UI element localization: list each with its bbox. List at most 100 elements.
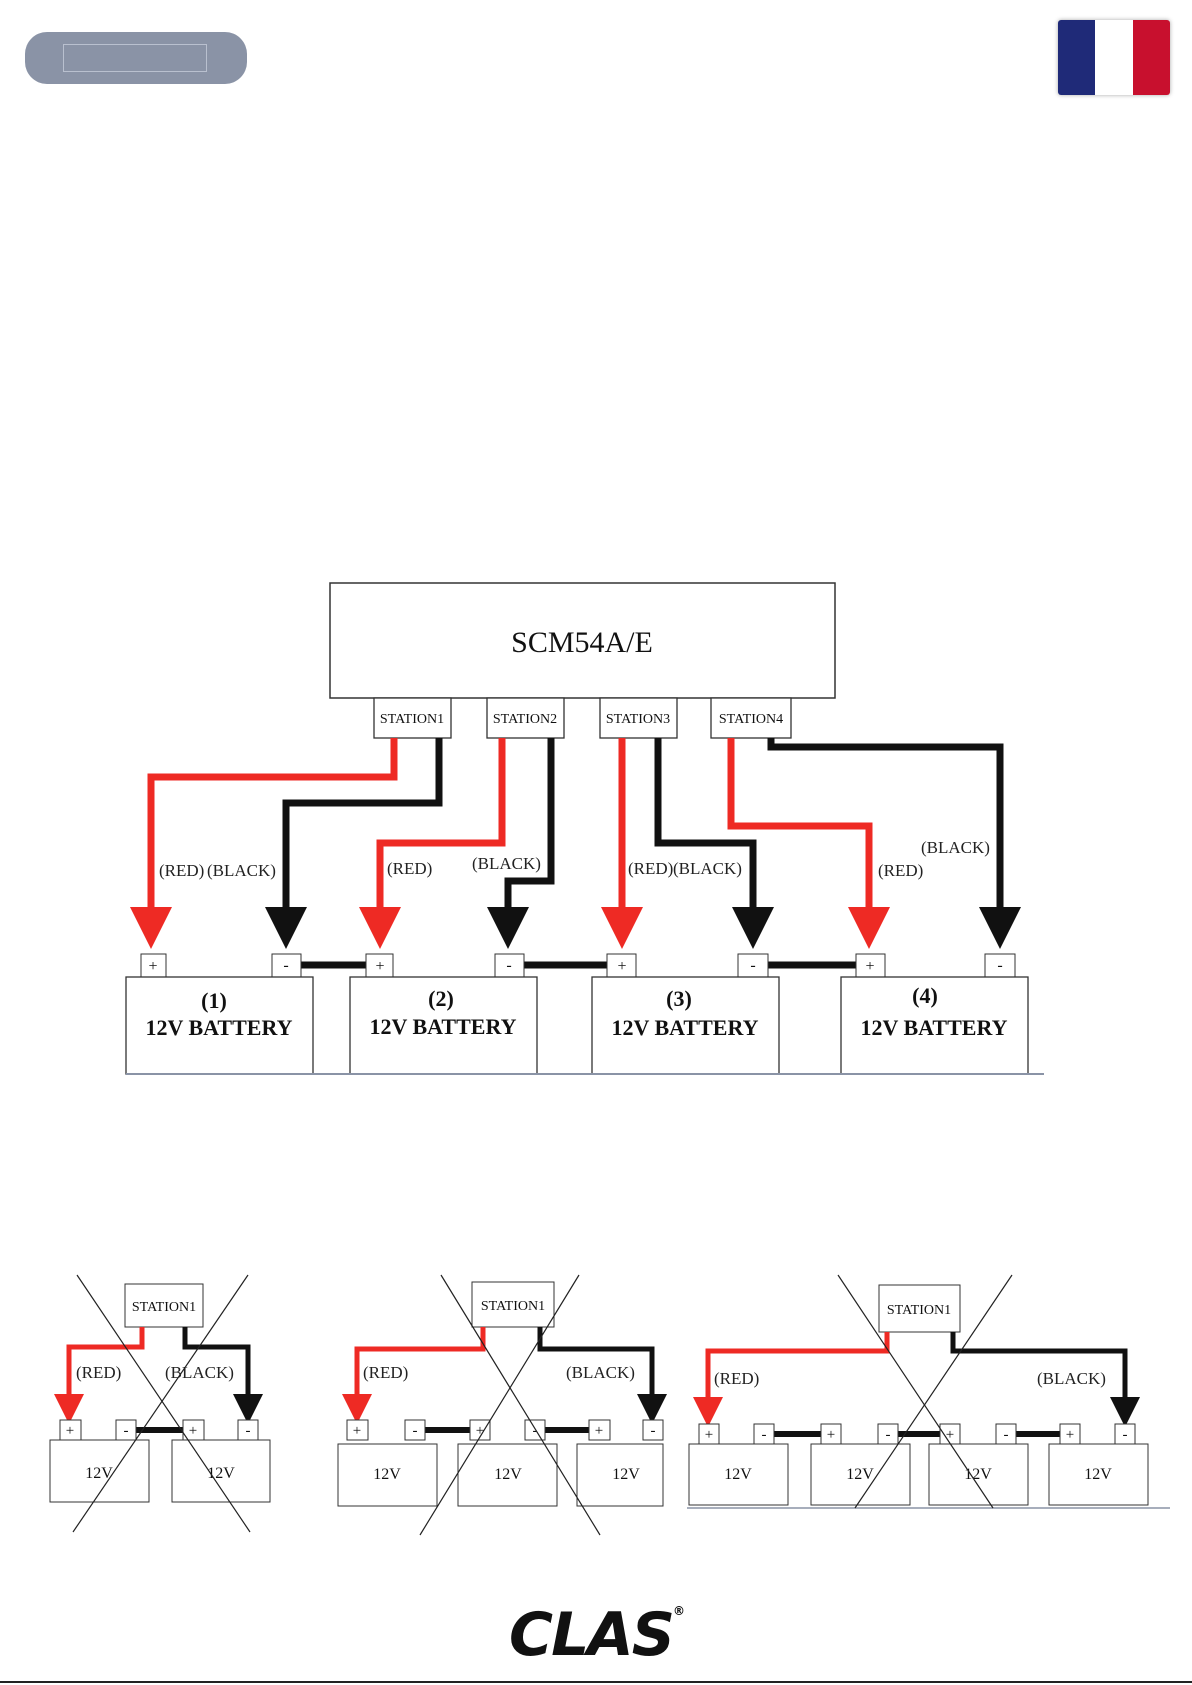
wrong1-red-label: (RED) [76, 1363, 121, 1382]
wrong1-station-label: STATION1 [132, 1300, 196, 1315]
wrong1-cross-b [72, 1274, 249, 1533]
station-box-4: STATION4 [710, 697, 792, 739]
wrong1-battery-1 [49, 1439, 150, 1503]
wrong3-battery-3-label: 12V [964, 1466, 992, 1483]
wrong3-term-plus-1-label: + [705, 1427, 713, 1443]
wrong-example-1: STATION1 (RED) (BLACK) + - + - 12V 12V [49, 1274, 271, 1533]
wrong2-station-label: STATION1 [481, 1299, 545, 1314]
wrong2-cross-a [440, 1274, 601, 1536]
device-box [329, 582, 836, 699]
wrong1-battery-2 [171, 1439, 271, 1503]
wrong2-red-label: (RED) [363, 1363, 408, 1382]
battery-1-label: 12V BATTERY [146, 1015, 293, 1040]
terminal-plus-1-label: + [148, 958, 157, 975]
station-label-1: STATION1 [380, 712, 444, 727]
wrong3-black-wire [950, 1332, 1140, 1427]
wrong1-term-minus-2-label: - [246, 1423, 251, 1439]
wrong3-red-label: (RED) [714, 1369, 759, 1388]
battery-4-number: (4) [912, 983, 938, 1008]
wrong2-battery-2-label: 12V [494, 1466, 522, 1483]
wrong2-term-minus-2 [524, 1419, 546, 1441]
wrong2-term-minus-2-label: - [533, 1423, 538, 1439]
red-label-3: (RED) [628, 859, 673, 878]
black-label-2: (BLACK) [472, 854, 541, 873]
wrong2-battery-2 [457, 1443, 558, 1507]
flag-white [1095, 20, 1133, 95]
terminal-minus-1-label: - [283, 957, 288, 974]
red-label-4: (RED) [878, 861, 923, 880]
wrong3-term-minus-4-label: - [1123, 1427, 1128, 1443]
wrong2-term-minus-1 [404, 1419, 426, 1441]
wrong2-cross-b [419, 1274, 580, 1536]
wrong1-battery-1-label: 12V [85, 1465, 113, 1482]
wrong3-battery-4-label: 12V [1084, 1466, 1112, 1483]
wrong3-black-label: (BLACK) [1037, 1369, 1106, 1388]
station-box-1: STATION1 [373, 697, 452, 739]
wrong1-battery-2-label: 12V [207, 1465, 235, 1482]
black-wire-1 [265, 738, 443, 949]
terminal-minus-2-label: - [506, 957, 511, 974]
wrong2-battery-3 [576, 1443, 664, 1507]
station-label-2: STATION2 [493, 712, 557, 727]
station-box-2: STATION2 [486, 697, 565, 739]
header-badge-inner [63, 44, 207, 72]
wrong2-station [471, 1281, 555, 1328]
battery-4: (4) 12V BATTERY [840, 976, 1029, 1075]
device-label: SCM54A/E [511, 626, 653, 659]
station-label-4: STATION4 [719, 712, 783, 727]
wrong2-red-wire [342, 1327, 486, 1424]
bottom-rule [0, 1681, 1192, 1683]
battery-2-label: 12V BATTERY [370, 1014, 517, 1039]
wrong3-term-minus-2-label: - [886, 1427, 891, 1443]
clas-logo-text: CLAS [509, 1600, 675, 1670]
wrong2-battery-1-label: 12V [373, 1466, 401, 1483]
black-label-1: (BLACK) [207, 861, 276, 880]
battery-3-label: 12V BATTERY [612, 1015, 759, 1040]
battery-1: (1) 12V BATTERY [125, 976, 314, 1075]
battery-4-label: 12V BATTERY [861, 1015, 1008, 1040]
wrong3-term-minus-3-label: - [1004, 1427, 1009, 1443]
red-wire-1 [130, 738, 398, 949]
wrong2-term-plus-2 [469, 1419, 491, 1441]
wrong3-term-plus-2-label: + [827, 1427, 835, 1443]
flag-blue [1058, 20, 1096, 95]
wrong2-term-plus-3-label: + [595, 1423, 603, 1439]
wrong3-battery-1 [688, 1443, 789, 1506]
wrong1-black-wire [182, 1327, 263, 1424]
wrong3-station-label: STATION1 [887, 1303, 951, 1318]
terminal-plus-4-label: + [865, 958, 874, 975]
wrong3-red-wire [693, 1332, 890, 1427]
wrong3-term-plus-3-label: + [946, 1427, 954, 1443]
wrong1-red-wire [54, 1327, 145, 1424]
wrong3-term-plus-4-label: + [1066, 1427, 1074, 1443]
red-wire-4 [727, 738, 890, 949]
wrong1-black-label: (BLACK) [165, 1363, 234, 1382]
wrong2-term-plus-3 [588, 1419, 611, 1441]
wrong-example-2: STATION1 (RED) (BLACK) + - + - + - 12V 1… [337, 1274, 667, 1536]
wrong2-term-minus-1-label: - [413, 1423, 418, 1439]
wrong2-term-plus-2-label: + [476, 1423, 484, 1439]
french-flag-icon [1058, 20, 1170, 95]
wrong3-battery-1-label: 12V [724, 1466, 752, 1483]
wrong2-battery-1 [337, 1443, 438, 1507]
registered-mark: ® [672, 1604, 685, 1618]
wrong1-term-plus-2-label: + [189, 1423, 197, 1439]
black-wire-3 [654, 738, 774, 949]
battery-1-number: (1) [201, 988, 227, 1013]
wrong3-battery-4 [1048, 1443, 1149, 1506]
black-label-4: (BLACK) [921, 838, 990, 857]
wrong1-term-minus-1-label: - [124, 1423, 129, 1439]
battery-2: (2) 12V BATTERY [349, 976, 538, 1075]
wrong2-black-label: (BLACK) [566, 1363, 635, 1382]
flag-red [1132, 20, 1170, 95]
black-wire-2 [487, 738, 555, 949]
terminal-plus-2-label: + [375, 958, 384, 975]
terminal-minus-4-label: - [997, 957, 1002, 974]
station-label-3: STATION3 [606, 712, 670, 727]
wrong1-cross-a [76, 1274, 251, 1533]
wrong2-term-minus-3 [642, 1419, 664, 1441]
black-wire-4 [767, 738, 1021, 949]
red-label-2: (RED) [387, 859, 432, 878]
header-badge [25, 32, 247, 84]
red-label-1: (RED) [159, 861, 204, 880]
